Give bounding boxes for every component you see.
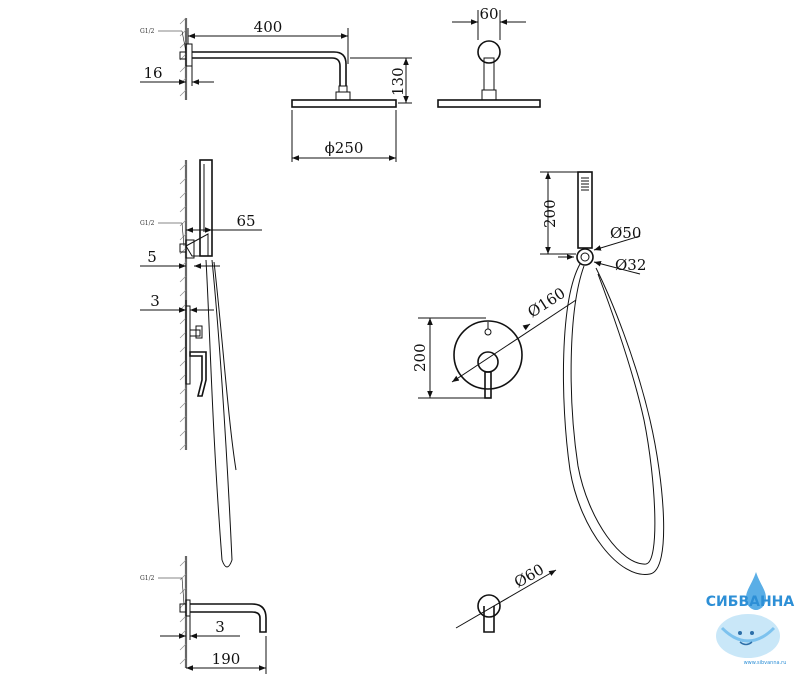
mixer-lever — [484, 371, 492, 399]
shower-head-side-view: 60 — [437, 5, 541, 108]
hand-shower-front-view: 200 Ø50 Ø32 — [540, 171, 665, 575]
dim-mixer-height: 200 — [411, 343, 429, 372]
spout-view: 3 190 G1/2 — [140, 556, 267, 674]
shower-arm — [192, 51, 347, 86]
hand-shower-handle — [577, 171, 593, 249]
mixer-plate — [453, 320, 523, 390]
diverter-knob — [484, 328, 492, 336]
outlet-flange — [477, 594, 501, 618]
dim-outlet-diameter: Ø60 — [511, 560, 547, 591]
spout-body — [190, 603, 267, 633]
thread-label-middle: G1/2 — [140, 220, 155, 227]
dim-bracket-wall: 5 — [147, 248, 157, 266]
dim-plate-thickness: 3 — [150, 292, 160, 310]
logo-name: СИБВАННА — [706, 594, 795, 610]
dim-side-width: 60 — [479, 5, 498, 23]
bathtub-icon — [716, 614, 780, 658]
dim-mixer-diameter: Ø160 — [524, 284, 568, 321]
hand-shower-body — [199, 159, 213, 257]
mixer-lever-side — [189, 351, 207, 397]
dim-wall-offset-top: 16 — [143, 64, 162, 82]
hose-loop-outer — [562, 263, 665, 575]
dim-head-diameter: ϕ250 — [325, 139, 364, 157]
thread-label-top: G1/2 — [140, 28, 155, 35]
holder-outer-circle — [576, 248, 594, 266]
dim-holder-height: 200 — [541, 199, 559, 228]
outlet-body — [483, 606, 495, 633]
bracket-mixer-side-view: 65 5 G1/2 3 — [140, 159, 262, 568]
hand-shower-holder — [185, 233, 209, 257]
thread-stub — [179, 51, 187, 60]
arm-flange-circle — [477, 40, 501, 64]
water-drop-icon — [746, 572, 766, 610]
dim-holder-d1: Ø50 — [610, 224, 641, 242]
thread-label-bottom: G1/2 — [140, 575, 155, 582]
brand-logo: СИБВАННА www.sibvanna.ru — [706, 572, 795, 666]
dim-spout-thickness: 3 — [215, 618, 225, 636]
shower-arm-view: 400 130 ϕ250 16 G1/2 — [140, 17, 412, 162]
shower-head — [291, 99, 397, 108]
outlet-view: Ø60 — [455, 560, 557, 633]
dim-bracket-depth: 65 — [236, 212, 255, 230]
hose-side-left — [205, 259, 223, 561]
mixer-front-view: 200 Ø160 — [411, 284, 577, 399]
dim-arm-height: 130 — [389, 67, 407, 96]
dim-holder-d2: Ø32 — [615, 256, 646, 274]
dim-spout-length: 190 — [212, 650, 241, 668]
holder-inner-circle — [580, 252, 590, 262]
mixer-lever-hub — [477, 351, 499, 373]
logo-url: www.sibvanna.ru — [744, 660, 787, 666]
dim-arm-length: 400 — [254, 18, 283, 36]
mixer-plate-side — [185, 305, 191, 385]
